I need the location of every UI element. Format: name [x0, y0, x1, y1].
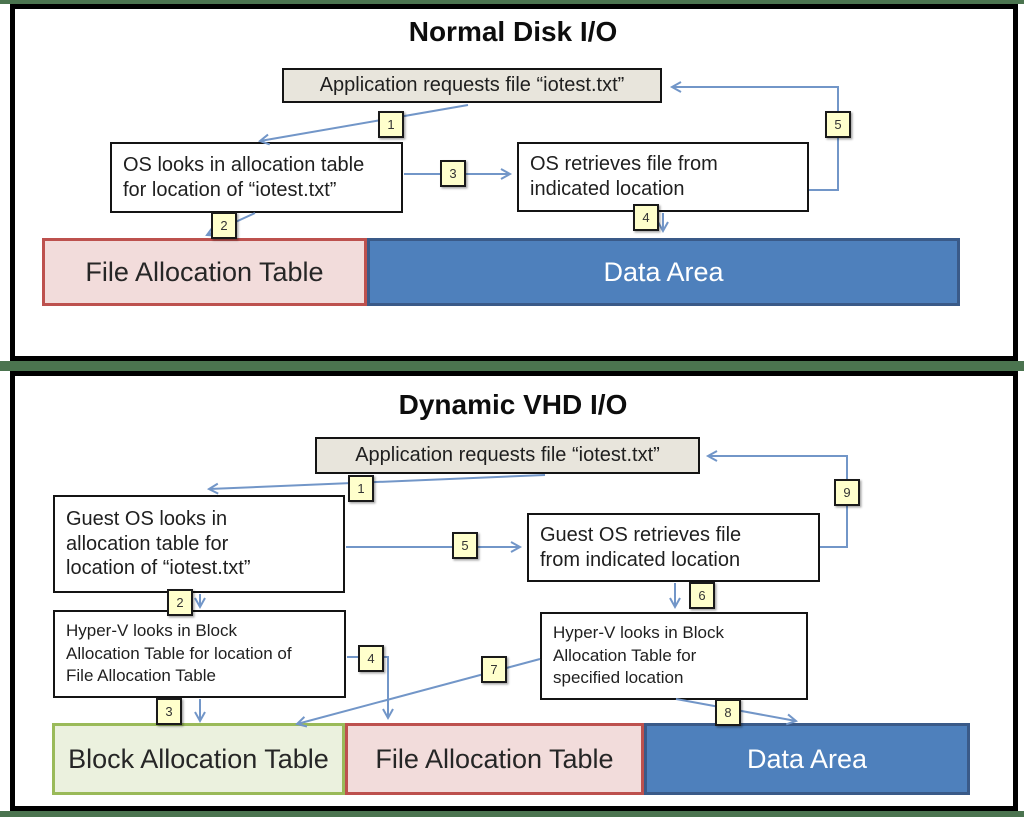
bottom-panel-title: Dynamic VHD I/O [398, 389, 628, 420]
step-badge-3: 3 [156, 698, 182, 725]
top-os-looks-box: OS looks in allocation table for locatio… [110, 142, 403, 213]
top-file-allocation-table-bar: File Allocation Table [42, 238, 367, 306]
step-badge-1: 1 [348, 475, 374, 502]
step-badge-8: 8 [715, 699, 741, 726]
bottom-application-request-box: Application requests file “iotest.txt” [315, 437, 700, 474]
top-panel-title: Normal Disk I/O [408, 16, 618, 47]
top-panel-frame [10, 4, 1018, 361]
step-badge-3: 3 [440, 160, 466, 187]
top-data-area-bar: Data Area [367, 238, 960, 306]
step-badge-4: 4 [358, 645, 384, 672]
step-badge-2: 2 [211, 212, 237, 239]
green-frame-stripe-middle [0, 361, 1024, 371]
step-badge-4: 4 [633, 204, 659, 231]
top-application-request-box: Application requests file “iotest.txt” [282, 68, 662, 103]
step-badge-7: 7 [481, 656, 507, 683]
step-badge-5: 5 [825, 111, 851, 138]
guest-os-retrieves-box: Guest OS retrieves file from indicated l… [527, 513, 820, 582]
step-badge-2: 2 [167, 589, 193, 616]
step-badge-6: 6 [689, 582, 715, 609]
block-allocation-table-bar: Block Allocation Table [52, 723, 345, 795]
green-frame-stripe-top [0, 0, 1024, 4]
hyperv-looks-left-box: Hyper-V looks in Block Allocation Table … [53, 610, 346, 698]
guest-os-looks-box: Guest OS looks in allocation table for l… [53, 495, 345, 593]
bottom-panel-frame [10, 371, 1018, 811]
bottom-data-area-bar: Data Area [644, 723, 970, 795]
step-badge-9: 9 [834, 479, 860, 506]
bottom-file-allocation-table-bar: File Allocation Table [345, 723, 644, 795]
step-badge-1: 1 [378, 111, 404, 138]
hyperv-looks-right-box: Hyper-V looks in Block Allocation Table … [540, 612, 808, 700]
green-frame-stripe-bottom [0, 811, 1024, 817]
top-os-retrieves-box: OS retrieves file from indicated locatio… [517, 142, 809, 212]
step-badge-5: 5 [452, 532, 478, 559]
